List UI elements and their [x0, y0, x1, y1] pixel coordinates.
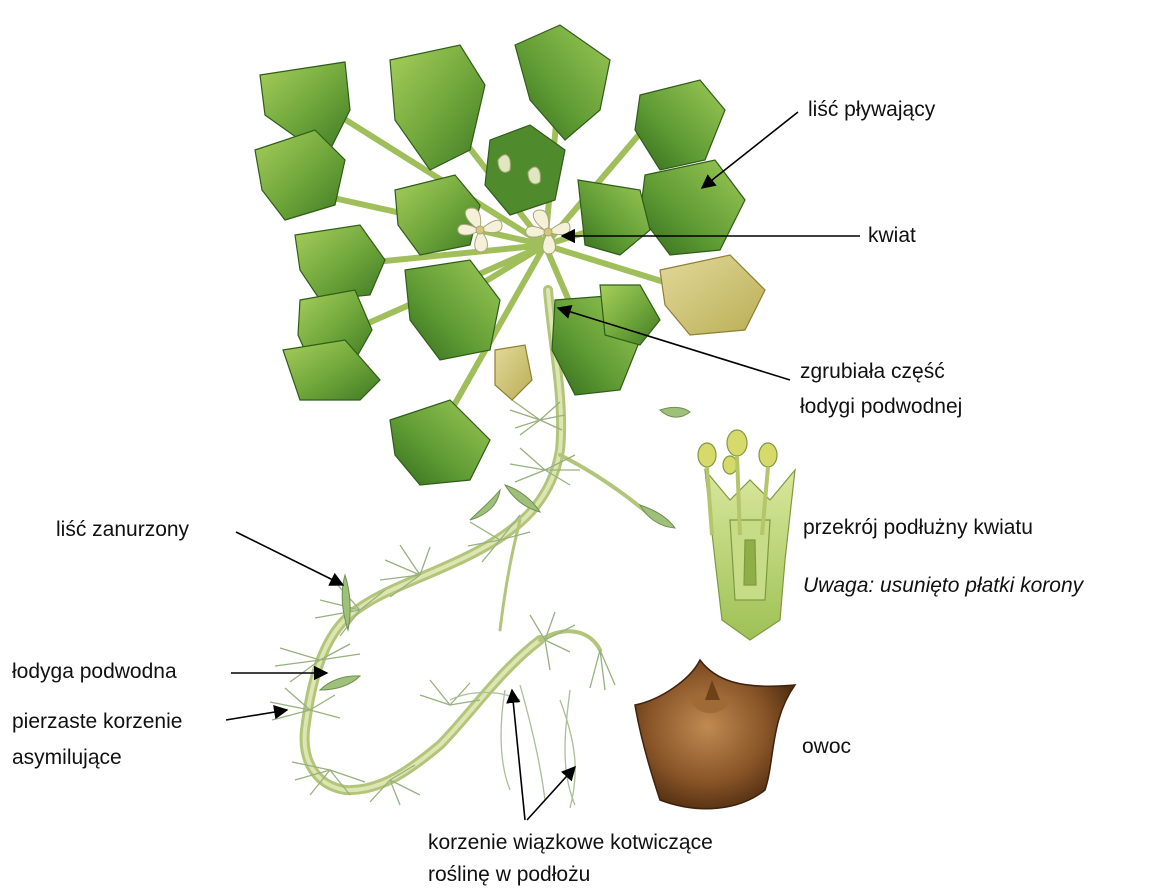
arrow-anchor-roots-1: [512, 690, 525, 820]
label-anchor-roots-line1: korzenie wiązkowe kotwiczące: [428, 827, 713, 859]
label-anchor-roots-line2: roślinę w podłożu: [428, 859, 590, 891]
floating-leaf-rosette: [255, 25, 765, 485]
label-feathery-roots-line2: asymilujące: [12, 742, 122, 774]
label-floating-leaf: liść pływający: [808, 94, 935, 126]
label-thick-stem-line2: łodygi podwodnej: [800, 391, 962, 423]
arrow-anchor-roots-2: [527, 767, 575, 820]
fruit-drawing: [635, 660, 795, 809]
label-flower-section: przekrój podłużny kwiatu: [803, 512, 1033, 544]
flower-section-drawing: [698, 430, 795, 640]
label-feathery-roots-line1: pierzaste korzenie: [12, 706, 182, 738]
label-note: Uwaga: usunięto płatki korony: [803, 570, 1083, 602]
label-thick-stem-line1: zgrubiała część: [800, 356, 945, 388]
label-fruit: owoc: [802, 731, 851, 763]
submerged-leaves: [320, 407, 690, 690]
arrow-submerged-leaf: [236, 532, 343, 585]
label-flower: kwiat: [868, 220, 916, 252]
label-underwater-stem: łodyga podwodna: [12, 656, 177, 688]
label-submerged-leaf: liść zanurzony: [56, 514, 189, 546]
